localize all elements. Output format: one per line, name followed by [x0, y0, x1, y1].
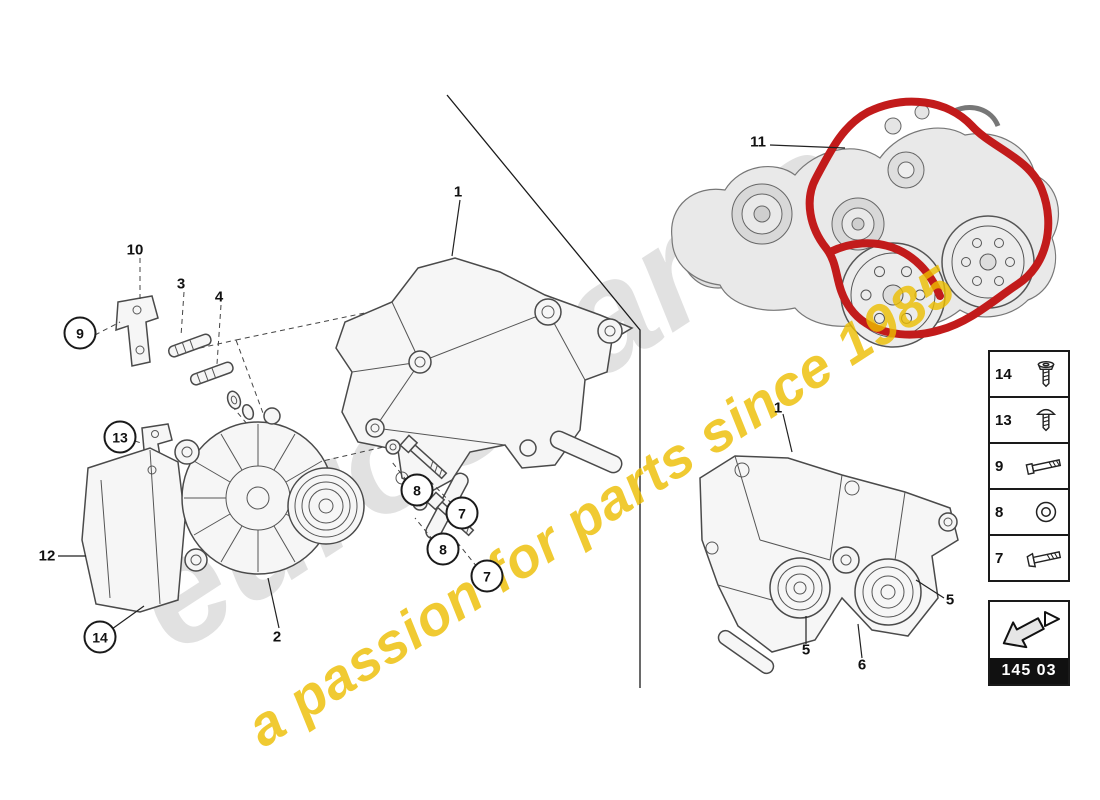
hex-bolt-icon	[1025, 541, 1063, 575]
callout-9: 9	[63, 316, 97, 350]
washer-icon	[1029, 495, 1063, 529]
assembly-pulley-left	[769, 557, 831, 619]
belt-assembly-view	[671, 97, 1060, 348]
alternator-part	[174, 407, 365, 575]
fastener-number: 7	[995, 549, 1004, 567]
callout-11: 11	[750, 133, 766, 151]
heat-shield-part	[81, 447, 186, 613]
fastener-row-7: 7	[990, 536, 1068, 580]
idler-pulley	[941, 215, 1035, 309]
button-head-screw-icon	[1029, 403, 1063, 437]
fastener-row-13: 13	[990, 398, 1068, 444]
callout-13: 13	[103, 420, 137, 454]
direction-arrow-icon	[990, 602, 1068, 658]
fastener-number: 13	[995, 411, 1012, 429]
fastener-row-9: 9	[990, 444, 1068, 490]
alternator-pulley	[287, 467, 365, 545]
callout-1-assembly: 1	[773, 399, 783, 417]
callout-2: 2	[272, 628, 282, 646]
divider-line	[446, 94, 641, 688]
callout-7-a: 7	[445, 496, 479, 530]
bracket-assembly-view	[699, 413, 959, 675]
callout-8-a: 8	[400, 473, 434, 507]
callout-5-a: 5	[945, 591, 955, 609]
torx-screw-icon	[1029, 357, 1063, 391]
fastener-row-8: 8	[990, 490, 1068, 536]
assembly-pulley-right	[854, 558, 922, 626]
diagram-code: 145 03	[990, 658, 1068, 684]
serpentine-belt	[805, 97, 1053, 339]
callout-5-b: 5	[801, 641, 811, 659]
fastener-number: 8	[995, 503, 1004, 521]
callout-1-main: 1	[453, 183, 463, 201]
fastener-table: 14 13 9	[988, 350, 1070, 582]
fastener-number: 14	[995, 365, 1012, 383]
fastener-row-14: 14	[990, 352, 1068, 398]
long-bolt-icon	[1025, 449, 1063, 483]
callout-3: 3	[176, 275, 186, 293]
callout-6: 6	[857, 656, 867, 674]
pin-parts	[167, 333, 255, 421]
callout-7-b: 7	[470, 559, 504, 593]
callout-10: 10	[126, 241, 144, 259]
alternator-bracket-part	[335, 257, 634, 540]
spacer-plate-part	[115, 295, 159, 367]
callout-4: 4	[214, 288, 224, 306]
callout-8-b: 8	[426, 532, 460, 566]
callout-12: 12	[38, 547, 56, 565]
main-exploded-view	[58, 199, 634, 630]
callout-14: 14	[83, 620, 117, 654]
diagram-code-box: 145 03	[988, 600, 1070, 686]
leader-lines	[58, 199, 478, 630]
fastener-number: 9	[995, 457, 1004, 475]
